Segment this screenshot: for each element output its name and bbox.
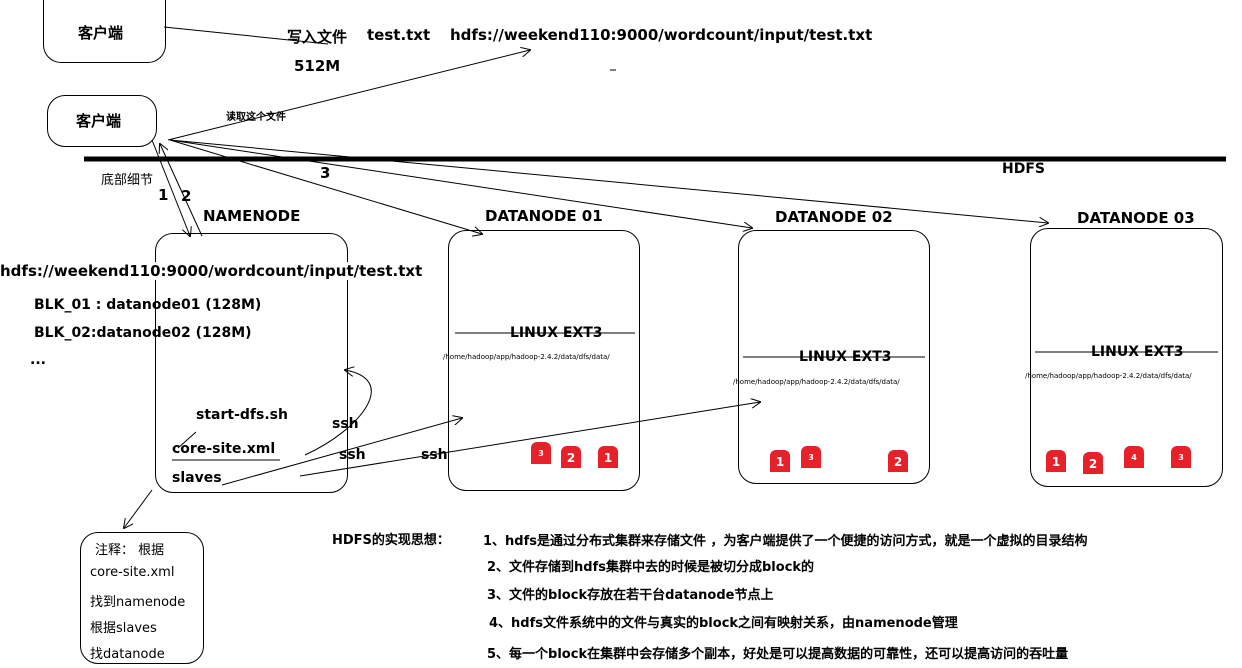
step-3: 3 — [320, 164, 331, 182]
principle-3: 3、文件的block存放在若干台datanode节点上 — [487, 588, 774, 603]
detail-label: 底部细节 — [101, 173, 154, 188]
ssh-label-1: ssh — [332, 416, 359, 432]
datanode-03-block: 2 — [1083, 452, 1103, 474]
principle-1: 1、hdfs是通过分布式集群来存储文件 ，为客户端提供了一个便捷的访问方式，就是… — [483, 534, 1088, 549]
principles-heading: HDFS的实现思想： — [332, 533, 450, 548]
note-arrow — [124, 489, 153, 528]
ssh-label-3: ssh — [421, 447, 448, 463]
datanode-03-block: 4 — [1124, 446, 1144, 468]
client-box — [47, 95, 157, 147]
namenode-start: start-dfs.sh — [196, 407, 288, 423]
client-to-namenode-1 — [151, 139, 190, 236]
note-box — [80, 532, 204, 664]
namenode-core: core-site.xml — [172, 441, 276, 457]
core-site-arrow — [177, 431, 197, 449]
principle-5: 5、每一个block在集群中会存储多个副本，好处是可以提高数据的可靠性，还可以提… — [487, 647, 1069, 662]
step-2: 2 — [181, 187, 192, 205]
namenode-box — [155, 233, 348, 493]
write-label: 写入文件 — [287, 28, 348, 46]
write-size: 512M — [294, 57, 341, 75]
client-to-datanode-01 — [169, 139, 482, 234]
datanode-01-block: 2 — [561, 446, 581, 468]
write-line — [163, 26, 329, 45]
principle-4: 4、hdfs文件系统中的文件与真实的block之间有映射关系，由namenode… — [489, 616, 958, 631]
note-line-2: core-site.xml — [90, 565, 175, 580]
step-1: 1 — [158, 186, 169, 204]
datanode-01-block: 1 — [598, 446, 618, 468]
datanode-02-block: 3 — [801, 446, 821, 468]
ssh-self-loop — [304, 370, 372, 456]
client-label: 客户端 — [76, 112, 122, 130]
datanode-03-title: DATANODE 03 — [1077, 209, 1195, 227]
top-client-label: 客户端 — [78, 24, 124, 42]
datanode-02-box — [738, 230, 930, 484]
namenode-slaves: slaves — [172, 470, 222, 486]
namenode-blk1: BLK_01 : datanode01 (128M) — [34, 297, 262, 313]
top-client-box — [43, 0, 166, 63]
datanode-01-fs: LINUX EXT3 — [510, 325, 603, 341]
datanode-03-box — [1030, 228, 1223, 487]
note-line-1: 注释： 根据 — [95, 543, 165, 558]
note-line-3: 找到namenode — [90, 595, 186, 610]
note-line-4: 根据slaves — [90, 621, 157, 636]
hdfs-label: HDFS — [1002, 161, 1045, 177]
client-to-datanode-02 — [169, 139, 752, 228]
namenode-more: ... — [30, 352, 46, 368]
datanode-03-block: 1 — [1046, 450, 1066, 472]
ssh-to-datanode-01 — [221, 418, 462, 486]
datanode-02-fs: LINUX EXT3 — [799, 349, 892, 365]
datanode-03-path: /home/hadoop/app/hadoop-2.4.2/data/dfs/d… — [1025, 372, 1192, 380]
datanode-02-path: /home/hadoop/app/hadoop-2.4.2/data/dfs/d… — [733, 378, 900, 386]
datanode-03-fs: LINUX EXT3 — [1091, 344, 1184, 360]
datanode-01-path: /home/hadoop/app/hadoop-2.4.2/data/dfs/d… — [443, 353, 610, 361]
client-to-datanode-03 — [169, 139, 1048, 223]
read-arrow — [167, 50, 530, 141]
ssh-label-2: ssh — [339, 447, 366, 463]
namenode-title: NAMENODE — [203, 207, 301, 225]
ssh-to-datanode-02 — [299, 402, 760, 477]
client-to-namenode-2 — [160, 144, 203, 237]
datanode-01-box — [448, 230, 640, 491]
write-path: hdfs://weekend110:9000/wordcount/input/t… — [450, 26, 873, 44]
namenode-path: hdfs://weekend110:9000/wordcount/input/t… — [0, 262, 423, 280]
datanode-03-block: 3 — [1171, 446, 1191, 468]
principle-2: 2、文件存储到hdfs集群中去的时候是被切分成block的 — [487, 560, 815, 575]
datanode-01-title: DATANODE 01 — [485, 207, 603, 225]
datanode-02-title: DATANODE 02 — [775, 208, 893, 226]
datanode-02-block: 1 — [770, 450, 790, 472]
note-line-5: 找datanode — [90, 647, 165, 662]
read-label: 读取这个文件 — [226, 112, 286, 123]
write-file: test.txt — [367, 26, 431, 44]
namenode-blk2: BLK_02:datanode02 (128M) — [34, 325, 252, 341]
datanode-01-block: 3 — [531, 442, 551, 464]
datanode-02-block: 2 — [888, 450, 908, 472]
